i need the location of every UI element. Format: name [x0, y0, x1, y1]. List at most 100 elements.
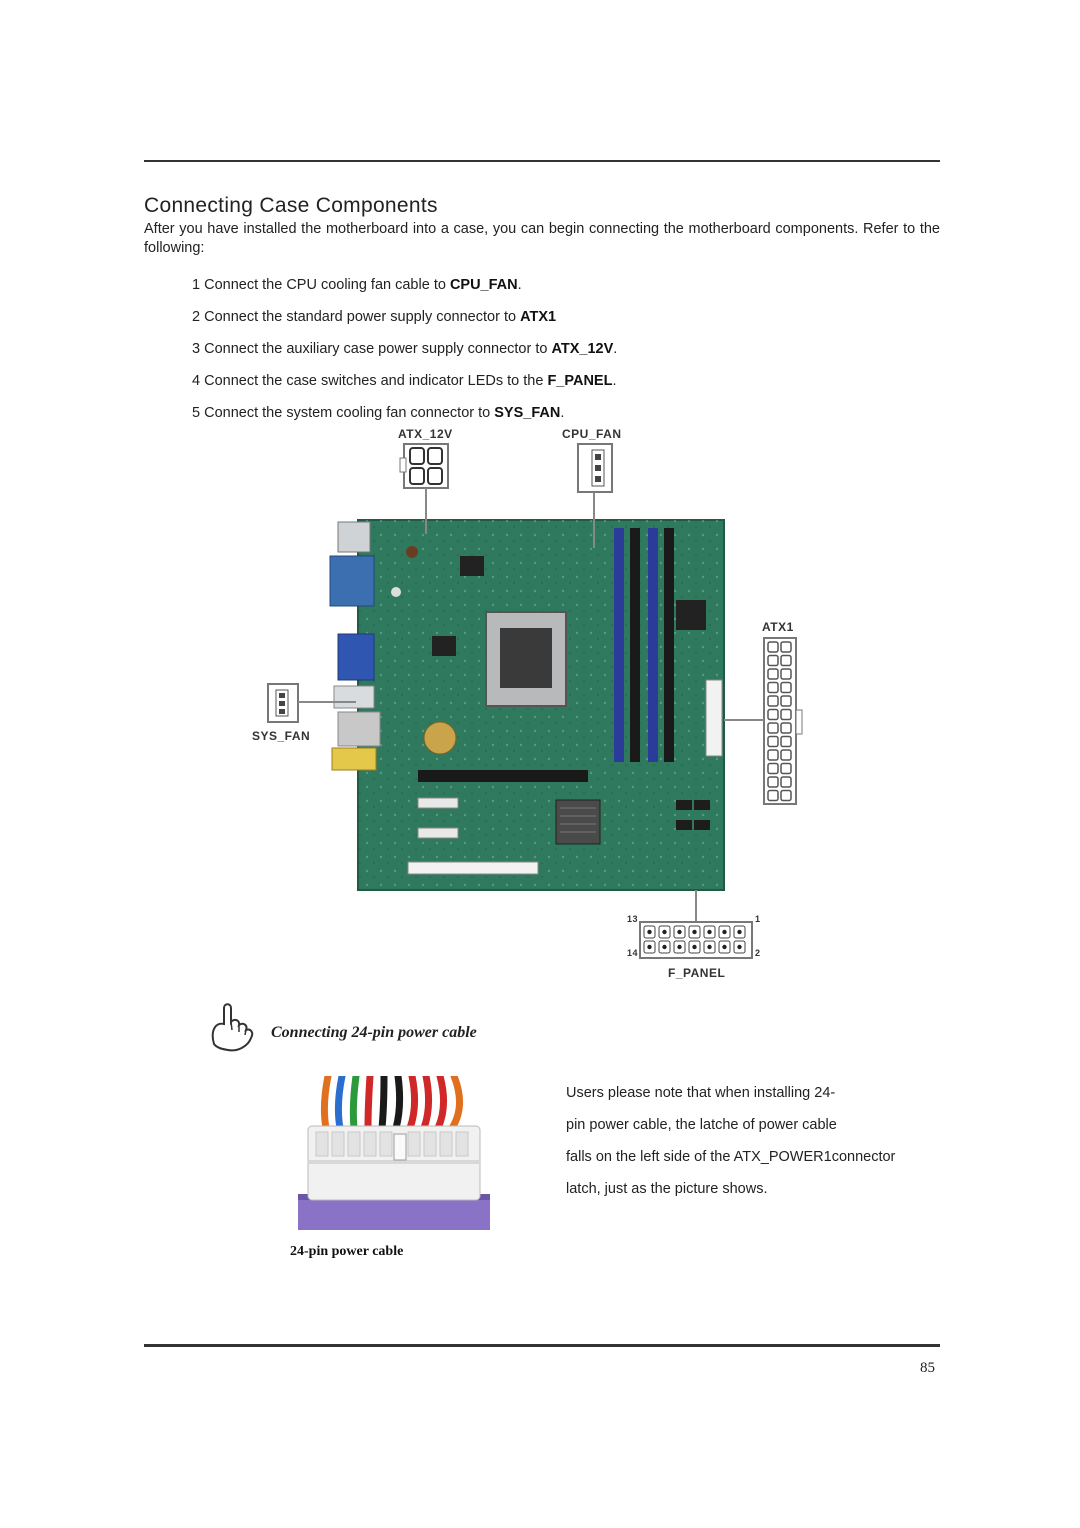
step-text: 4 Connect the case switches and indicato…: [192, 373, 548, 389]
atx1-pin: [767, 722, 779, 734]
label-fpanel: F_PANEL: [668, 966, 726, 980]
fpanel-pin-dot: [692, 929, 697, 935]
label-atx1: ATX1: [762, 620, 794, 634]
chipset-heatsink: [555, 799, 601, 845]
step-item: 4 Connect the case switches and indicato…: [192, 372, 892, 404]
pointing-hand-icon: [211, 1003, 254, 1052]
step-text: 1 Connect the CPU cooling fan cable to: [192, 277, 450, 293]
step-item: 1 Connect the CPU cooling fan cable to C…: [192, 276, 892, 308]
atx1-pin: [780, 722, 792, 734]
atx1-pin: [780, 776, 792, 788]
note-line: falls on the left side of the ATX_POWER1…: [566, 1149, 896, 1165]
label-pin-2: 2: [755, 948, 761, 958]
step-item: 2 Connect the standard power supply conn…: [192, 308, 892, 340]
fpanel-pin-dot: [737, 944, 742, 950]
steps-list: 1 Connect the CPU cooling fan cable to C…: [192, 276, 892, 436]
step-connector: CPU_FAN: [449, 277, 518, 293]
atx1-pin: [780, 749, 792, 761]
pcie-x16-slot: [418, 770, 588, 782]
step-suffix: .: [560, 405, 565, 421]
cpufan-callout: [577, 443, 613, 548]
fpanel-pin-dot: [662, 929, 667, 935]
note-line: Users please note that when installing 2…: [566, 1085, 836, 1101]
step-connector: SYS_FAN: [494, 405, 561, 421]
note-line: pin power cable, the latche of power cab…: [566, 1117, 837, 1133]
atx1-pin: [780, 708, 792, 721]
step-connector: F_PANEL: [547, 373, 613, 389]
label-pin-13: 13: [627, 914, 639, 924]
atx1-pin: [767, 749, 779, 761]
atx1-callout: [724, 637, 803, 805]
fpanel-pin-dot: [677, 944, 682, 950]
atx1-pin: [780, 654, 792, 667]
pcie-x1-slot-1: [417, 797, 459, 809]
step-suffix: .: [612, 373, 617, 389]
rear-io-ps2: [337, 521, 371, 553]
fpanel-pin-dot: [647, 944, 652, 950]
cable-caption: 24-pin power cable: [290, 1244, 404, 1259]
step-text: 3 Connect the auxiliary case power suppl…: [192, 341, 552, 357]
power-cable-photo: [298, 1076, 490, 1230]
atx1-pin: [780, 789, 792, 802]
fpanel-pin-dot: [647, 929, 652, 935]
atx1-pin: [767, 708, 779, 721]
step-connector: ATX1: [520, 309, 557, 325]
atx1-pin: [767, 681, 779, 694]
atx1-pin: [767, 668, 779, 680]
step-text: 2 Connect the standard power supply conn…: [192, 309, 521, 325]
label-atx12v: ATX_12V: [398, 427, 453, 441]
note-body: Users please note that when installing 2…: [566, 1084, 946, 1212]
atx1-pin: [780, 681, 792, 694]
fpanel-pin-dot: [677, 929, 682, 935]
fpanel-callout: [639, 890, 753, 959]
atx1-board-connector: [705, 679, 723, 757]
top-rule: [144, 160, 940, 162]
motherboard-diagram: [267, 443, 803, 959]
memory-slots: [614, 528, 674, 762]
rear-io-lan: [337, 711, 381, 747]
atx1-pin: [780, 641, 792, 653]
sysfan-callout: [267, 683, 356, 723]
rear-io-audio: [331, 747, 377, 771]
step-suffix: .: [613, 341, 618, 357]
note-title: Connecting 24-pin power cable: [271, 1024, 477, 1041]
fpanel-pin-dot: [722, 944, 727, 950]
pci-slot: [407, 861, 539, 875]
atx1-pin: [767, 762, 779, 775]
atx1-pin: [780, 695, 792, 707]
atx1-pin: [767, 641, 779, 653]
atx1-pin: [767, 776, 779, 788]
atx1-pin: [767, 789, 779, 802]
step-text: 5 Connect the system cooling fan connect…: [192, 405, 495, 421]
page-number: 85: [920, 1360, 935, 1376]
label-pin-1: 1: [755, 914, 761, 924]
rear-io-usb: [333, 685, 375, 709]
cmos-battery: [423, 721, 457, 755]
fpanel-pin-dot: [662, 944, 667, 950]
fpanel-pin-dot: [707, 944, 712, 950]
fpanel-pin-dot: [692, 944, 697, 950]
sata-ports: [676, 800, 710, 830]
fpanel-pin-dot: [737, 929, 742, 935]
atx1-pin: [767, 654, 779, 667]
atx1-pin: [780, 735, 792, 748]
intro-paragraph: After you have installed the motherboard…: [144, 221, 940, 256]
atx1-pin: [767, 695, 779, 707]
label-cpufan: CPU_FAN: [562, 427, 622, 441]
step-item: 5 Connect the system cooling fan connect…: [192, 404, 892, 436]
atx1-pin: [767, 735, 779, 748]
rear-io-serial: [329, 555, 375, 607]
atx12v-callout: [399, 443, 449, 534]
fpanel-pin-dot: [707, 929, 712, 935]
fpanel-pin-dot: [722, 929, 727, 935]
atx1-pin: [780, 762, 792, 775]
step-item: 3 Connect the auxiliary case power suppl…: [192, 340, 892, 372]
pcie-x1-slot-2: [417, 827, 459, 839]
label-pin-14: 14: [627, 948, 639, 958]
bottom-rule: [144, 1344, 940, 1347]
label-sysfan: SYS_FAN: [252, 729, 311, 743]
step-connector: ATX_12V: [551, 341, 614, 357]
rear-io-vga: [337, 633, 375, 681]
atx1-pin: [780, 668, 792, 680]
step-suffix: .: [517, 277, 522, 293]
